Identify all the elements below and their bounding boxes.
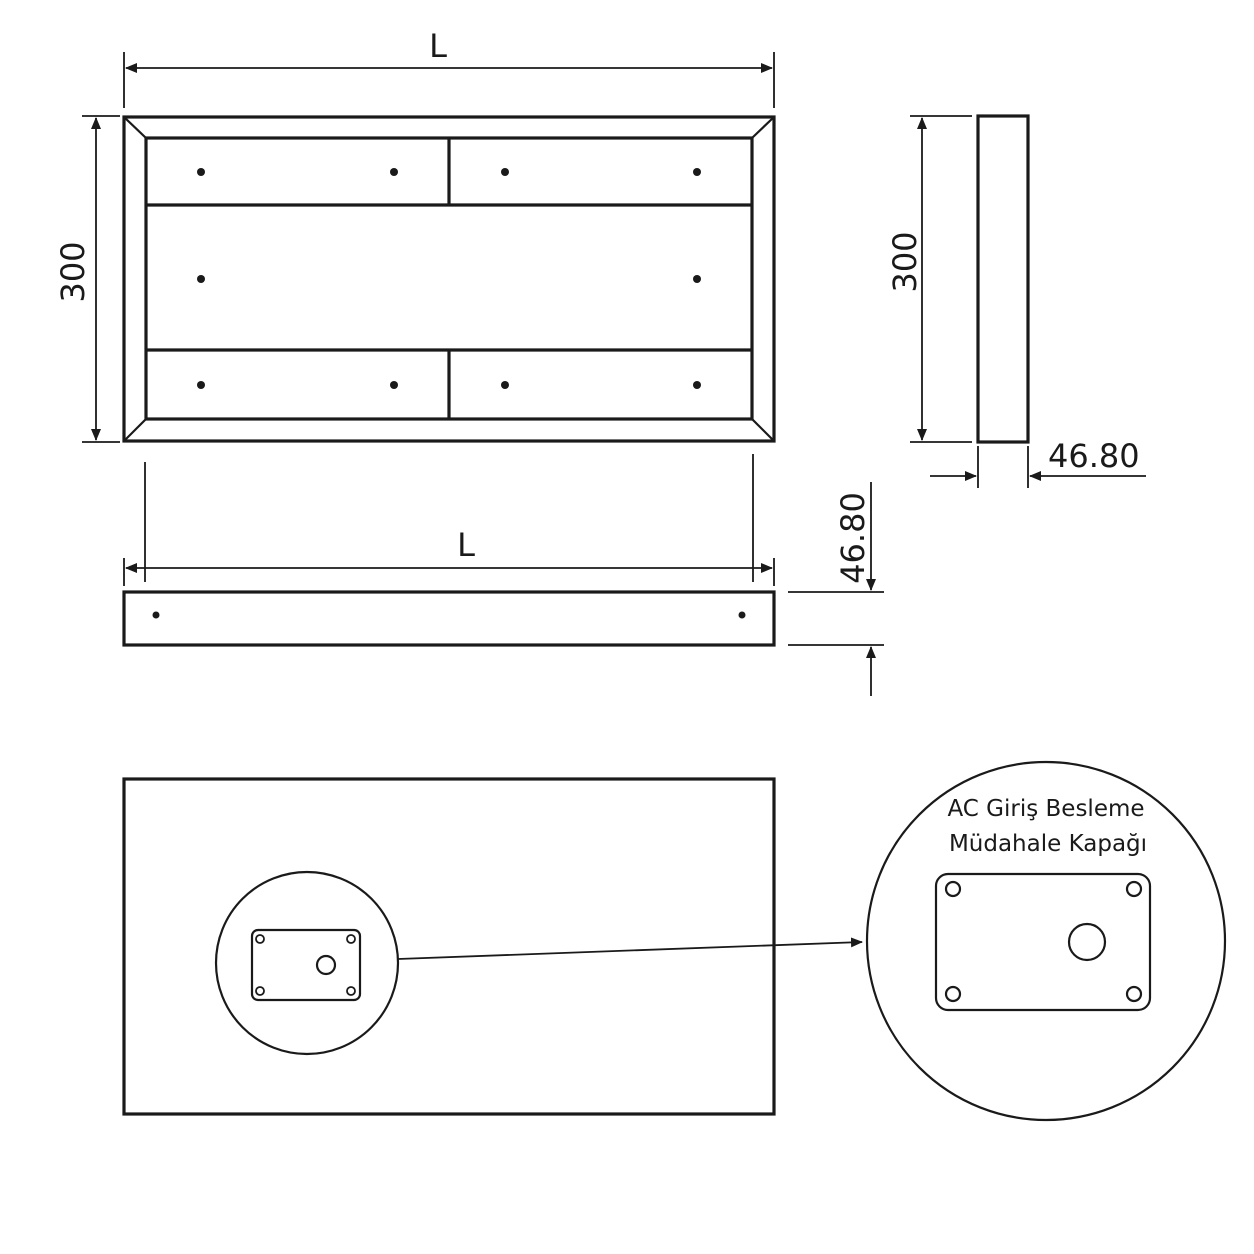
bottom-thick-label: 46.80 xyxy=(834,492,872,584)
plate-screw-small xyxy=(255,986,265,996)
cover-plate-large xyxy=(934,872,1152,1012)
callout-line-2: Müdahale Kapağı xyxy=(949,831,1147,857)
bottom-profile xyxy=(122,590,776,647)
plate-screw-large xyxy=(1125,880,1143,898)
screw-hole xyxy=(390,381,398,389)
side-height-label: 300 xyxy=(886,231,924,292)
screw-hole xyxy=(197,275,205,283)
plate-screw-small xyxy=(346,986,356,996)
screw-hole xyxy=(501,381,509,389)
screw-hole xyxy=(693,275,701,283)
plate-screw-small xyxy=(346,934,356,944)
bevel-bl xyxy=(123,418,147,442)
frame-outer xyxy=(122,115,776,443)
callout-line-1: AC Giriş Besleme xyxy=(947,796,1144,822)
detail-leader-arrow xyxy=(397,937,863,960)
bevel-tl xyxy=(123,116,147,139)
screw-hole xyxy=(693,168,701,176)
screw-hole xyxy=(738,611,746,619)
rear-view: AC Giriş Besleme Müdahale Kapağı xyxy=(122,760,1227,1122)
screw-hole xyxy=(693,381,701,389)
front-view: L 300 xyxy=(54,27,776,443)
cable-entry-hole-large xyxy=(1067,922,1107,962)
plate-screw-large xyxy=(944,880,962,898)
plate-screw-large xyxy=(944,985,962,1003)
screw-hole xyxy=(390,168,398,176)
screw-hole xyxy=(152,611,160,619)
screw-hole xyxy=(197,381,205,389)
side-view: 300 46.80 xyxy=(886,114,1146,488)
detail-circle-large xyxy=(865,760,1227,1122)
front-width-label: L xyxy=(429,27,447,65)
screw-hole xyxy=(501,168,509,176)
bottom-view: L 46.80 xyxy=(122,454,884,696)
plate-screw-large xyxy=(1125,985,1143,1003)
side-depth-label: 46.80 xyxy=(1048,437,1140,475)
bevel-tr xyxy=(751,116,775,139)
detail-circle-small xyxy=(214,870,400,1056)
bottom-width-label: L xyxy=(457,526,475,564)
rear-panel xyxy=(122,777,776,1116)
cable-entry-hole-small xyxy=(315,954,337,976)
screw-hole xyxy=(197,168,205,176)
bevel-br xyxy=(751,418,775,442)
front-height-label: 300 xyxy=(54,241,92,302)
plate-screw-small xyxy=(255,934,265,944)
side-profile xyxy=(976,114,1030,444)
cover-plate-small xyxy=(250,928,362,1002)
